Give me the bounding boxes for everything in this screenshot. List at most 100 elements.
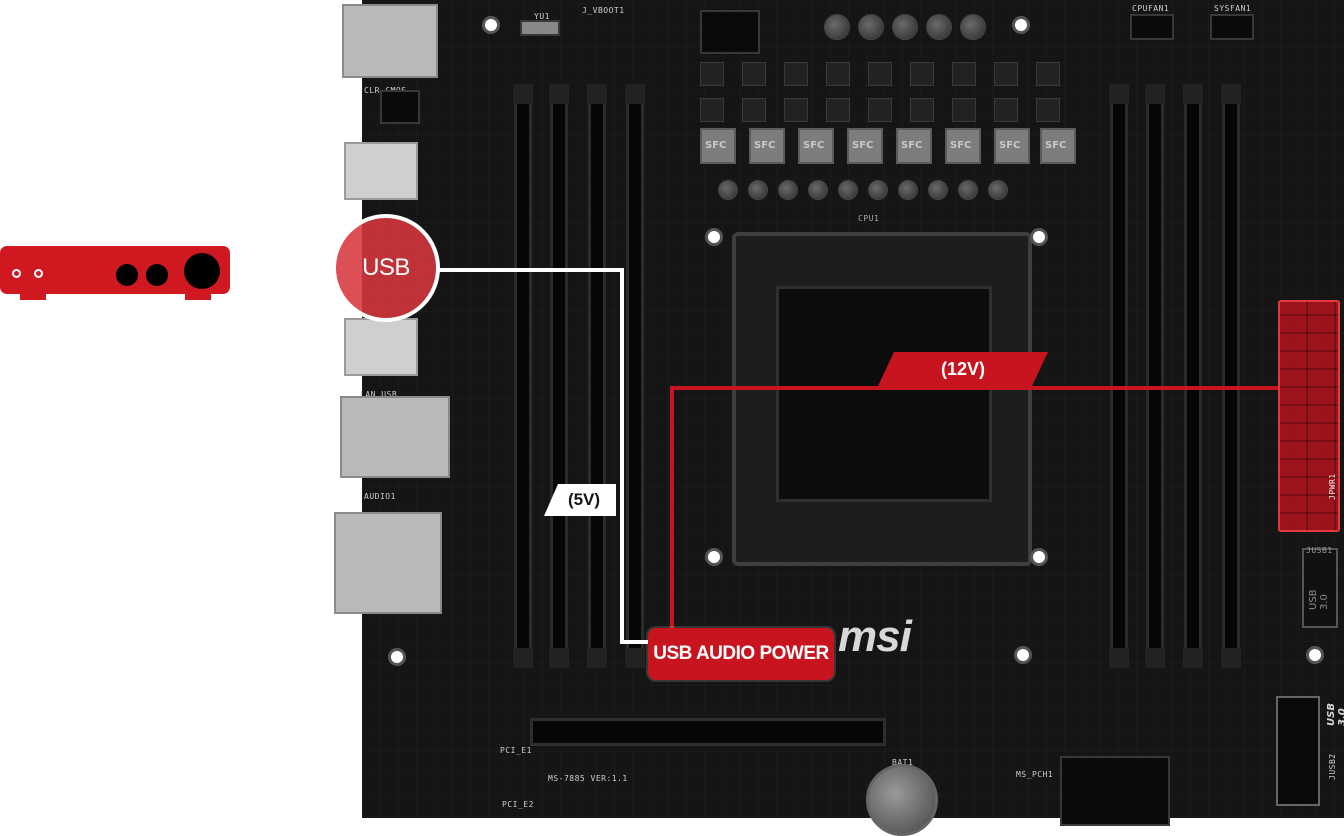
dimm-slot <box>587 84 607 668</box>
msi-logo: msi <box>838 612 912 661</box>
mosfet <box>742 98 766 122</box>
usb-audio-power-label: USB AUDIO POWER <box>653 643 829 664</box>
capacitor <box>892 14 918 40</box>
io-lan-port <box>340 396 450 478</box>
capacitor <box>718 180 738 200</box>
capacitor <box>988 180 1008 200</box>
mosfet <box>910 98 934 122</box>
mosfet <box>784 62 808 86</box>
board-mark-ms-pch: MS_PCH1 <box>1016 770 1054 779</box>
mosfet <box>742 62 766 86</box>
sfc-choke: SFC <box>847 128 883 164</box>
capacitor <box>960 14 986 40</box>
dimm-slot <box>1183 84 1203 668</box>
sfc-choke: SFC <box>994 128 1030 164</box>
board-mark-bat: BAT1 <box>892 758 914 767</box>
mosfet <box>700 98 724 122</box>
mosfet <box>1036 62 1060 86</box>
atx-12v-line <box>670 386 1278 632</box>
usb3-header-2 <box>1276 696 1320 806</box>
dimm-slot <box>549 84 569 668</box>
crystal <box>520 20 560 36</box>
capacitor <box>824 14 850 40</box>
board-mark-sysfan: SYSFAN1 <box>1214 4 1252 13</box>
mosfet <box>784 98 808 122</box>
device-led-2 <box>34 269 43 278</box>
capacitor <box>898 180 918 200</box>
capacitor <box>838 180 858 200</box>
sfc-choke: SFC <box>700 128 736 164</box>
capacitor <box>958 180 978 200</box>
mosfet <box>994 62 1018 86</box>
dimm-slot <box>625 84 645 668</box>
connector-lines <box>438 268 1278 644</box>
board-mark-audio: AUDIO1 <box>364 492 396 501</box>
sfc-choke: SFC <box>749 128 785 164</box>
mosfet <box>868 98 892 122</box>
clr-cmos-button <box>380 90 420 124</box>
board-mark-j-vboot: J_VBOOT1 <box>582 6 625 15</box>
sysfan-header <box>1210 14 1254 40</box>
sfc-choke: SFC <box>798 128 834 164</box>
mosfet <box>910 62 934 86</box>
board-mark-pci-e1: PCI_E1 <box>500 746 532 755</box>
mount-hole <box>482 16 500 34</box>
dimm-slot <box>1221 84 1241 668</box>
device-volume-knob <box>184 253 220 289</box>
mosfet <box>826 98 850 122</box>
capacitor <box>748 180 768 200</box>
board-mark-pci-e2: PCI_E2 <box>502 800 534 809</box>
device-foot-left <box>20 294 46 300</box>
io-usb-stack-top <box>344 142 418 200</box>
io-usb-stack-mid <box>344 318 418 376</box>
mount-hole <box>1030 548 1048 566</box>
mosfet <box>826 62 850 86</box>
mosfet <box>700 62 724 86</box>
board-mark-model: MS-7885 VER:1.1 <box>548 774 628 783</box>
board-mark-yu1: YU1 <box>534 12 550 21</box>
twelve-volt-tag: (12V) <box>878 352 1048 386</box>
device-jack-1 <box>116 264 138 286</box>
usb-audio-power-tag: USB AUDIO POWER <box>648 628 834 680</box>
mosfet <box>868 62 892 86</box>
atx-24pin-connector <box>1278 300 1340 532</box>
device-foot-right <box>185 294 211 300</box>
device-led-1 <box>12 269 21 278</box>
board-mark-cpu: CPU1 <box>858 214 880 223</box>
capacitor <box>868 180 888 200</box>
cpu-socket <box>732 232 1032 566</box>
mount-hole <box>705 228 723 246</box>
mount-hole <box>1012 16 1030 34</box>
five-volt-tag: (5V) <box>544 484 616 516</box>
pcie-slot <box>530 718 886 746</box>
usb3-header <box>1302 548 1338 628</box>
usb-5v-line <box>438 268 652 644</box>
board-mark-lan-usb: LAN_USB <box>360 390 398 399</box>
twelve-volt-label: (12V) <box>940 358 985 379</box>
capacitor <box>858 14 884 40</box>
mount-hole <box>1030 228 1048 246</box>
sfc-choke: SFC <box>896 128 932 164</box>
usb-port-highlight: USB <box>332 214 440 322</box>
capacitor <box>928 180 948 200</box>
io-audio-jacks <box>334 512 442 614</box>
mosfet <box>994 98 1018 122</box>
mosfet <box>952 62 976 86</box>
cpufan-header <box>1130 14 1174 40</box>
capacitor <box>808 180 828 200</box>
capacitor <box>926 14 952 40</box>
five-volt-label: (5V) <box>567 490 601 509</box>
board-mark-jusb1: JUSB1 <box>1306 546 1333 555</box>
cpu-socket-plate <box>776 286 992 502</box>
dimm-slot <box>1145 84 1165 668</box>
eps-8pin-connector <box>700 10 760 54</box>
io-ps2-port <box>342 4 438 78</box>
dimm-slot <box>1109 84 1129 668</box>
device-jack-2 <box>146 264 168 286</box>
mosfet <box>952 98 976 122</box>
sfc-choke: SFC <box>945 128 981 164</box>
mount-hole <box>705 548 723 566</box>
mount-hole <box>388 648 406 666</box>
usb-label: USB <box>362 254 410 281</box>
